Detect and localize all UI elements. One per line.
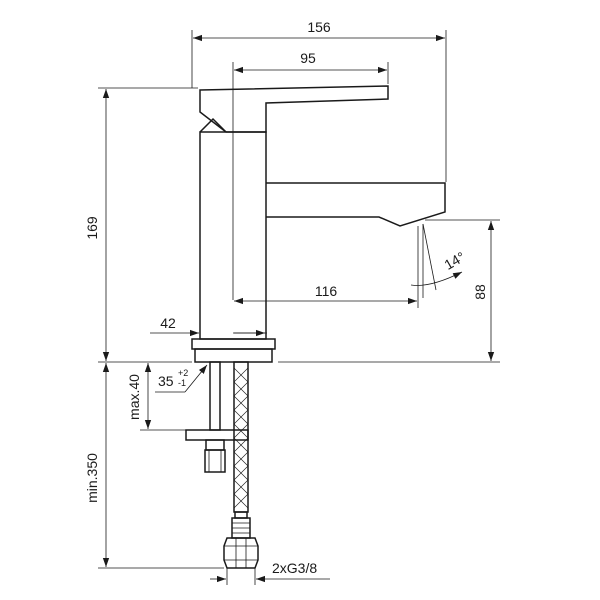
lever-handle <box>199 85 389 133</box>
label-spout-height: 88 <box>472 284 488 300</box>
dim-spout-angle: 14° <box>410 223 468 298</box>
base-plate <box>191 338 276 350</box>
dim-lever-width: 95 <box>232 50 389 300</box>
threaded-rod <box>209 361 221 431</box>
fixing-nut-lower <box>204 449 226 473</box>
label-hole-tol-plus: +2 <box>178 368 188 378</box>
label-body-diameter: 42 <box>160 315 176 331</box>
label-hole-diameter: 35 <box>158 373 174 389</box>
label-overall-height: 169 <box>84 216 100 240</box>
lever-neck <box>199 117 227 133</box>
dim-body-diameter: 42 <box>150 315 267 337</box>
mounting-assembly <box>185 361 259 569</box>
dim-deck-thickness: max.40 <box>126 363 186 431</box>
label-spout-angle: 14° <box>441 248 467 272</box>
braided-hose <box>233 361 249 513</box>
fixing-plate <box>185 429 249 441</box>
dim-overall-width: 156 <box>191 19 447 182</box>
dim-spout-reach: 116 <box>234 226 419 308</box>
hose-ferrule <box>234 511 248 519</box>
label-connection: 2xG3/8 <box>272 560 317 576</box>
label-deck-thickness: max.40 <box>126 374 142 420</box>
label-overall-width: 156 <box>307 19 331 35</box>
dim-overall-height: 169 <box>84 87 198 363</box>
dim-connection: 2xG3/8 <box>210 560 330 585</box>
hex-nut <box>223 537 259 569</box>
spout <box>266 182 446 227</box>
dim-hose-length: min.350 <box>84 363 224 569</box>
label-lever-width: 95 <box>300 50 316 66</box>
dim-hole-diameter: 35 +2 -1 <box>155 364 208 393</box>
label-hose-length: min.350 <box>84 453 100 503</box>
fixing-nut <box>205 439 225 451</box>
dim-spout-height: 88 <box>278 219 500 363</box>
faucet-outline <box>191 85 446 363</box>
base-gasket <box>194 348 273 363</box>
label-spout-reach: 116 <box>315 283 338 299</box>
label-hole-tol-minus: -1 <box>178 378 186 388</box>
